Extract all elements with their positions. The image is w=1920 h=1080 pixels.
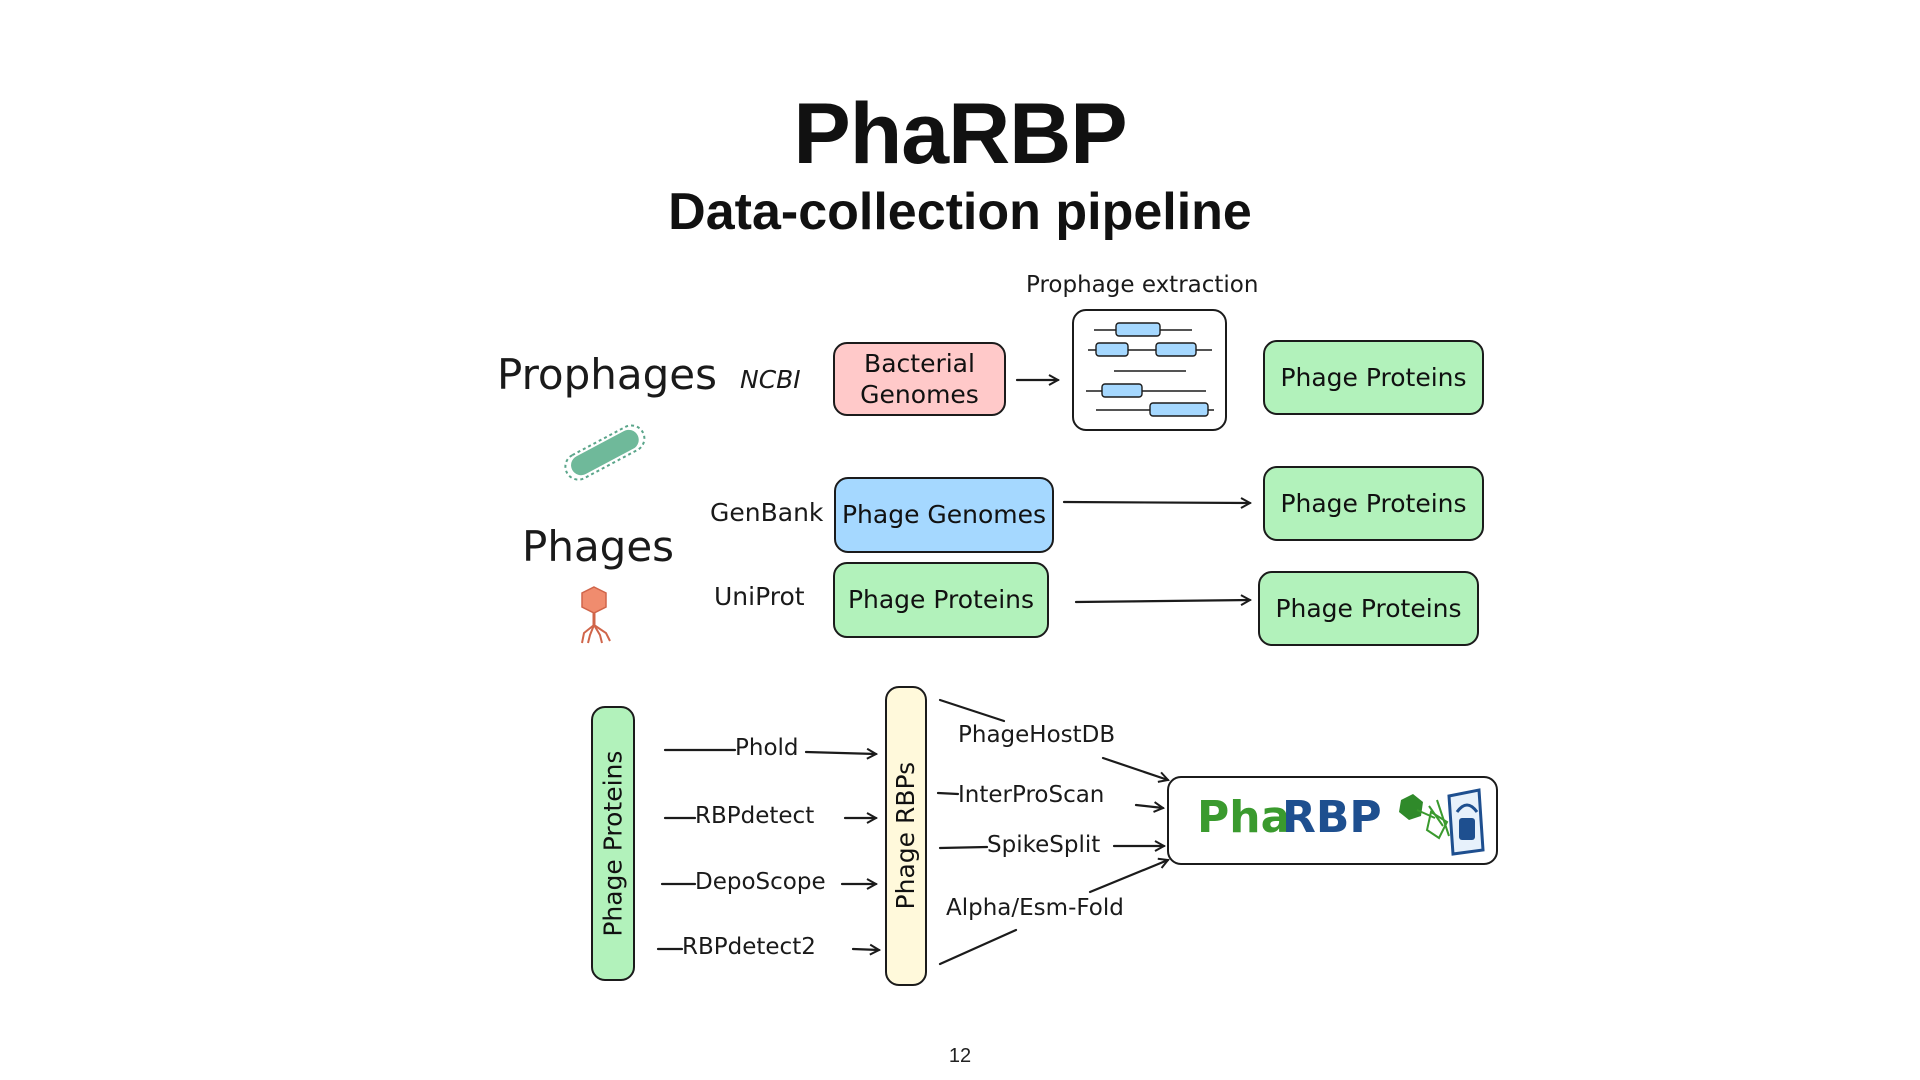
phage-proteins-box-uniprot-input: Phage Proteins xyxy=(833,562,1049,638)
bacterial-genomes-label: Bacterial Genomes xyxy=(860,348,979,409)
phage-rbps-vertical-box: Phage RBPs xyxy=(885,686,927,986)
prophage-extraction-label: Prophage extraction xyxy=(1026,272,1259,298)
source-uniprot: UniProt xyxy=(714,582,805,611)
tool-phold: Phold xyxy=(735,735,799,761)
phage-proteins-vertical-box: Phage Proteins xyxy=(591,706,635,981)
phage-proteins-box-prophage: Phage Proteins xyxy=(1263,340,1484,415)
source-ncbi: NCBI xyxy=(740,365,801,394)
phage-proteins-box-uniprot: Phage Proteins xyxy=(1258,571,1479,646)
phage-proteins-label-uniprot-input: Phage Proteins xyxy=(847,585,1035,615)
logo-text-rbp: RBP xyxy=(1282,792,1382,843)
db-alphafold: Alpha/Esm-Fold xyxy=(946,895,1124,921)
phage-genomes-box: Phage Genomes xyxy=(834,477,1054,553)
tool-deposcope: DepoScope xyxy=(695,869,826,895)
logo-text-pha: Pha xyxy=(1197,792,1291,843)
bacterial-genomes-box: Bacterial Genomes xyxy=(833,342,1006,416)
phage-proteins-label-genbank: Phage Proteins xyxy=(1280,488,1467,518)
page-number: 12 xyxy=(948,1045,972,1067)
arrow-genomes-to-proteins xyxy=(1062,502,1250,503)
phage-proteins-vertical-label: Phage Proteins xyxy=(598,750,628,937)
phage-rbps-vertical-label: Phage RBPs xyxy=(891,762,921,910)
phage-proteins-box-genbank: Phage Proteins xyxy=(1263,466,1484,541)
tool-rbpdetect2: RBPdetect2 xyxy=(682,934,816,960)
page-subtitle: Data-collection pipeline xyxy=(668,183,1252,241)
logo-emblem-icon xyxy=(1399,788,1485,856)
bacterium-icon xyxy=(564,424,646,481)
genome-map-icon xyxy=(1072,309,1227,431)
page-title: PhaRBP xyxy=(793,86,1127,182)
source-genbank: GenBank xyxy=(710,498,824,527)
db-spikesplit: SpikeSplit xyxy=(987,832,1101,858)
tool-rbpdetect: RBPdetect xyxy=(695,803,815,829)
db-interproscan: InterProScan xyxy=(958,782,1105,808)
db-phagehostdb: PhageHostDB xyxy=(958,722,1116,748)
pharbp-logo-box: Pha RBP xyxy=(1167,776,1498,865)
prophages-label: Prophages xyxy=(497,350,718,399)
phage-icon xyxy=(581,586,611,644)
phages-label: Phages xyxy=(522,522,675,571)
arrow-uniprot-to-proteins xyxy=(1074,600,1250,602)
phage-genomes-label: Phage Genomes xyxy=(841,500,1047,530)
phage-proteins-label-prophage: Phage Proteins xyxy=(1280,362,1467,392)
phage-proteins-label-uniprot: Phage Proteins xyxy=(1275,593,1462,623)
